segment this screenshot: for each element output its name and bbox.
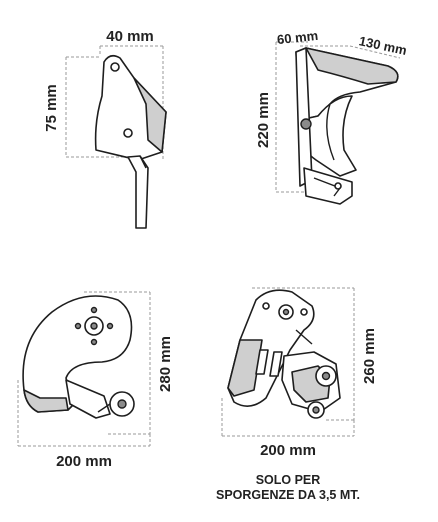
bolt-hole [110, 62, 120, 72]
bolt-hole [90, 338, 98, 346]
dim-height-label: 260 mm [361, 328, 378, 384]
height-guide [84, 291, 151, 435]
bolt-hole [262, 302, 270, 310]
dim-height-label: 75 mm [43, 84, 60, 132]
width-guide [221, 398, 355, 437]
bracket-wall-drawing [275, 41, 401, 205]
bolt-hole [334, 182, 342, 190]
arm-edge [139, 155, 147, 169]
dim-width-label: 200 mm [260, 442, 316, 459]
hub-center [282, 308, 290, 316]
bracket-wall-hook [303, 167, 353, 205]
dim-width-label: 40 mm [106, 28, 154, 45]
height-guide [252, 287, 355, 421]
bracket-curved-base [23, 389, 69, 413]
bolt-icon [300, 118, 312, 130]
slot [255, 349, 269, 375]
dim-depth-label: 60 mm [276, 28, 319, 47]
width-guide [300, 45, 401, 59]
bracket-heavy-plate-side [227, 339, 263, 397]
dim-width-label: 130 mm [358, 33, 408, 58]
bracket-curved-drawing [17, 291, 151, 447]
bracket-curved-arm [65, 379, 111, 419]
bolt-hole [106, 322, 114, 330]
slot [269, 351, 283, 377]
bolt-hole [90, 306, 98, 314]
bracket-small-drawing [65, 45, 167, 229]
bolt-hole [74, 322, 82, 330]
axle-line [97, 403, 111, 413]
link-line [295, 329, 313, 345]
wheel-center [117, 399, 127, 409]
dim-width-label: 200 mm [56, 453, 112, 470]
height-guide [65, 56, 125, 158]
hub-center [90, 322, 98, 330]
bracket-small-side [133, 77, 167, 153]
note-line-2: SPORGENZE DA 3,5 MT. [216, 488, 360, 502]
note-line-1: SOLO PER [256, 473, 321, 487]
bracket-heavy-drawing [221, 287, 355, 437]
dim-height-label: 280 mm [157, 336, 174, 392]
bolt-hole [300, 308, 308, 316]
bracket-wall-top-face [305, 47, 399, 85]
curve-edge [326, 103, 335, 161]
width-guide [17, 380, 151, 447]
dim-height-label: 220 mm [255, 92, 272, 148]
wheel-center [312, 406, 320, 414]
bolt-hole [123, 128, 133, 138]
wheel-center [321, 371, 331, 381]
